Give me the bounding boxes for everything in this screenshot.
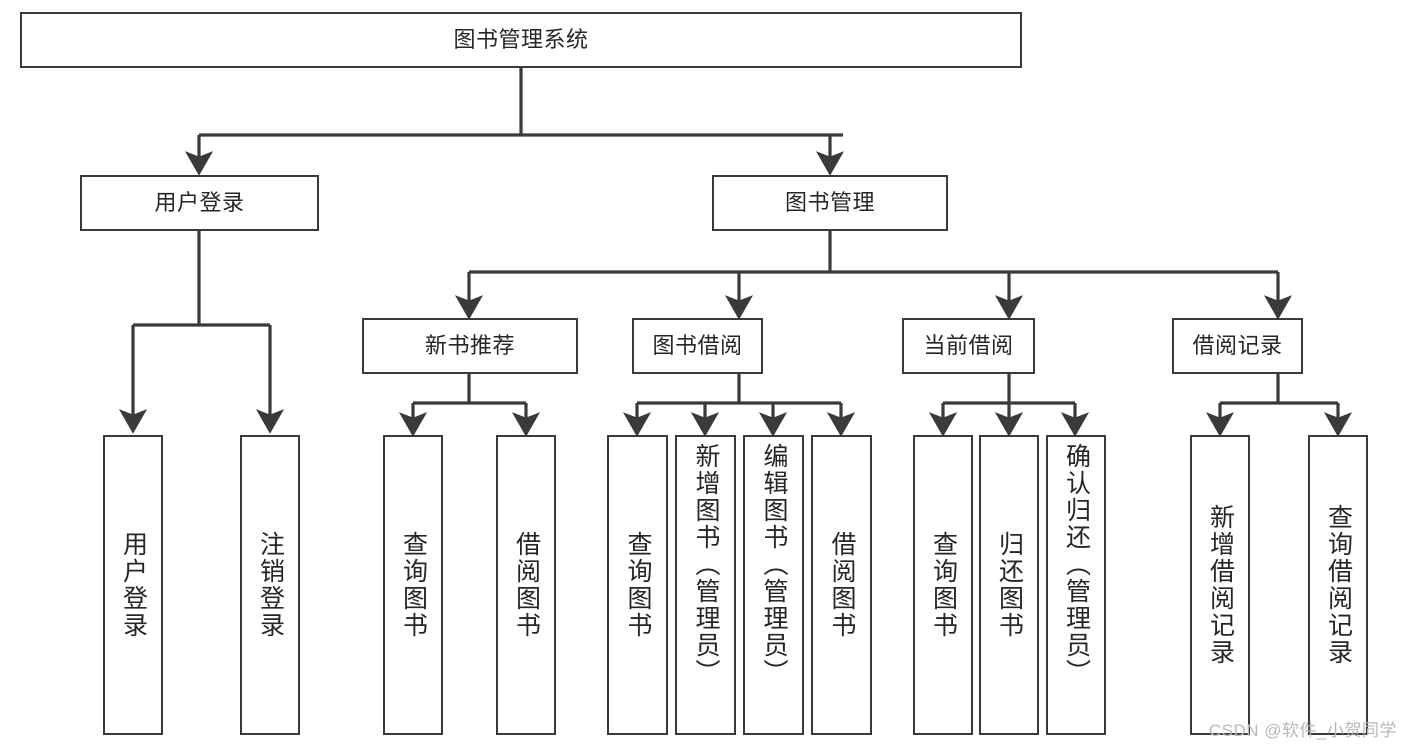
node-label: 查询图书 bbox=[929, 531, 958, 639]
node-label: 注销登录 bbox=[256, 531, 285, 639]
node-root-system[interactable]: 图书管理系统 bbox=[20, 12, 1022, 68]
node-label: 查询图书 bbox=[399, 531, 428, 639]
node-label: 图书借阅 bbox=[652, 333, 743, 359]
leaf-query-book-borrow[interactable]: 查询图书 bbox=[607, 435, 668, 735]
node-label: 确认归还（管理员） bbox=[1062, 443, 1091, 686]
leaf-query-book-recommend[interactable]: 查询图书 bbox=[383, 435, 443, 735]
node-book-management[interactable]: 图书管理 bbox=[712, 175, 948, 231]
leaf-borrow-book-borrow[interactable]: 借阅图书 bbox=[811, 435, 872, 735]
node-label: 查询图书 bbox=[624, 531, 652, 639]
node-label: 新书推荐 bbox=[424, 333, 515, 359]
node-label: 查询借阅记录 bbox=[1324, 504, 1353, 666]
watermark: CSDN @软件_小贺同学 bbox=[1208, 721, 1397, 740]
node-user-login[interactable]: 用户登录 bbox=[80, 175, 319, 231]
leaf-add-book[interactable]: 新增图书（管理员） bbox=[675, 435, 736, 735]
leaf-user-login[interactable]: 用户登录 bbox=[103, 435, 163, 735]
node-label: 借阅图书 bbox=[512, 531, 541, 639]
leaf-edit-book[interactable]: 编辑图书（管理员） bbox=[743, 435, 804, 735]
node-book-borrow[interactable]: 图书借阅 bbox=[632, 318, 763, 374]
node-label: 用户登录 bbox=[154, 190, 245, 216]
node-label: 借阅记录 bbox=[1192, 333, 1283, 359]
node-current-borrow[interactable]: 当前借阅 bbox=[902, 318, 1035, 374]
node-label: 新增借阅记录 bbox=[1206, 504, 1235, 666]
node-label: 图书管理系统 bbox=[453, 27, 589, 53]
node-label: 图书管理 bbox=[784, 190, 875, 216]
leaf-logout-login[interactable]: 注销登录 bbox=[240, 435, 300, 735]
leaf-confirm-return[interactable]: 确认归还（管理员） bbox=[1046, 435, 1106, 735]
leaf-borrow-book-recommend[interactable]: 借阅图书 bbox=[496, 435, 556, 735]
node-new-book-recommend[interactable]: 新书推荐 bbox=[362, 318, 578, 374]
node-label: 编辑图书（管理员） bbox=[760, 443, 788, 686]
node-label: 新增图书（管理员） bbox=[692, 443, 720, 686]
node-label: 用户登录 bbox=[119, 531, 148, 639]
node-label: 借阅图书 bbox=[828, 531, 856, 639]
leaf-query-book-current[interactable]: 查询图书 bbox=[913, 435, 973, 735]
node-label: 当前借阅 bbox=[923, 333, 1014, 359]
node-label: 归还图书 bbox=[995, 531, 1024, 639]
leaf-query-borrow-record[interactable]: 查询借阅记录 bbox=[1308, 435, 1368, 735]
leaf-return-book[interactable]: 归还图书 bbox=[979, 435, 1039, 735]
node-borrow-record[interactable]: 借阅记录 bbox=[1172, 318, 1303, 374]
leaf-add-borrow-record[interactable]: 新增借阅记录 bbox=[1190, 435, 1250, 735]
